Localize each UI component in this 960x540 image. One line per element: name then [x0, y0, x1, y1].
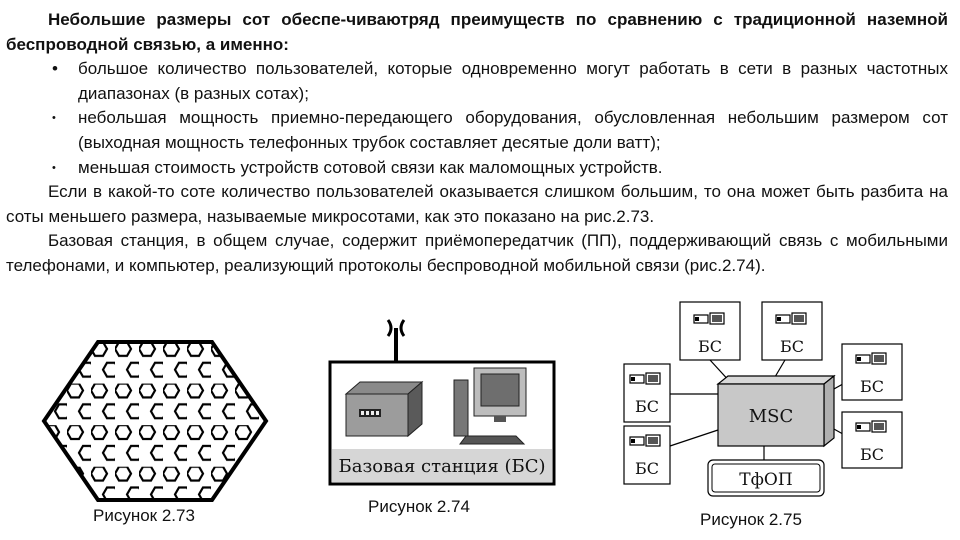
- figure-2-75-network: MSC ТфОП БС БС БС БС БС БС: [623, 301, 903, 497]
- node-label: БС: [635, 397, 659, 416]
- node-label: БС: [860, 445, 884, 464]
- base-station-node-2: БС: [761, 301, 823, 361]
- pstn-label: ТфОП: [739, 470, 792, 490]
- base-station-label: Базовая станция (БС): [338, 456, 545, 477]
- paragraph-base-station: Базовая станция, в общем случае, содержи…: [6, 231, 948, 275]
- base-station-node-6: БС: [841, 411, 903, 469]
- figure-2-73-microcells: [41, 340, 269, 502]
- bullet-marker: •: [52, 161, 56, 174]
- node-label: БС: [860, 377, 884, 396]
- bullet-item-1: • большое количество пользователей, котор…: [6, 57, 948, 106]
- body-text: Небольшие размеры сот обеспе-чиваютряд п…: [6, 8, 948, 279]
- base-station-label-band: [332, 449, 552, 482]
- paragraph-microcells: Если в какой-то соте количество пользова…: [6, 182, 948, 226]
- computer-icon: [453, 367, 527, 445]
- bullet-text: небольшая мощность приемно-передающего о…: [78, 108, 948, 152]
- node-label: БС: [780, 337, 804, 356]
- pstn-box: ТфОП: [707, 459, 825, 497]
- bullet-item-2: • небольшая мощность приемно-передающего …: [6, 106, 948, 155]
- base-station-node-5: БС: [841, 343, 903, 401]
- msc-label: MSC: [749, 406, 794, 427]
- bullet-marker: •: [52, 59, 58, 79]
- bullet-text: меньшая стоимость устройств сотовой связ…: [78, 157, 663, 177]
- node-label: БС: [635, 459, 659, 478]
- base-station-node-3: БС: [623, 363, 671, 423]
- transceiver-icon: [344, 380, 424, 438]
- bullet-text: большое количество пользователей, которы…: [78, 59, 948, 103]
- bullet-marker: •: [52, 112, 56, 125]
- base-station-node-1: БС: [679, 301, 741, 361]
- bullet-item-3: • меньшая стоимость устройств сотовой свя…: [6, 156, 948, 181]
- figure-2-73-caption: Рисунок 2.73: [93, 506, 195, 525]
- figure-2-74-base-station: Базовая станция (БС): [328, 319, 556, 486]
- figure-2-74-caption: Рисунок 2.74: [368, 497, 470, 516]
- figure-2-75-caption: Рисунок 2.75: [700, 510, 802, 529]
- intro-paragraph: Небольшие размеры сот обеспе-чиваютряд п…: [6, 10, 948, 54]
- node-label: БС: [698, 337, 722, 356]
- microcell-grid: [44, 342, 266, 500]
- base-station-node-4: БС: [623, 425, 671, 485]
- macrocell-border: [41, 340, 269, 502]
- msc-switch: MSC: [716, 374, 836, 448]
